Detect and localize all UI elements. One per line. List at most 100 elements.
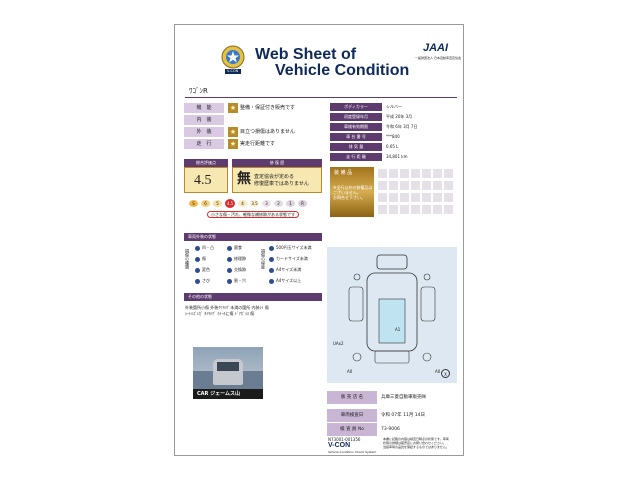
dealer-value: 令和 07年 11月 14日 bbox=[381, 413, 425, 418]
equipment-cell bbox=[389, 205, 398, 214]
dealer-value: 73-9006 bbox=[381, 427, 400, 432]
spec-label: 初度登録年月 bbox=[330, 113, 382, 121]
legend-item: 修理跡 bbox=[227, 256, 246, 262]
photo-caption-bar bbox=[193, 389, 263, 399]
equipment-cell bbox=[400, 169, 409, 178]
equipment-title: 装 備 品 bbox=[334, 170, 353, 176]
legend-dot-icon bbox=[227, 256, 232, 262]
legend-item: 傷 bbox=[195, 256, 206, 262]
footer-brand: V-CON bbox=[328, 442, 351, 449]
repair-status: 無 bbox=[237, 171, 251, 187]
equipment-cell bbox=[389, 193, 398, 202]
spec-value: 34,801 km bbox=[386, 154, 408, 159]
footer-code: N73001-001356 bbox=[328, 437, 361, 442]
scale-step: 1 bbox=[286, 200, 295, 207]
vehicle-photo: CAR ジェームス山 bbox=[193, 347, 263, 399]
vehicle-name: ﾜｺﾞﾝR bbox=[189, 87, 208, 95]
scale-step: 4 bbox=[238, 200, 247, 207]
eval-value: 整備・保証付き販売です bbox=[240, 105, 296, 111]
spec-value: ***840 bbox=[386, 134, 400, 139]
legend-item: 変色 bbox=[195, 267, 210, 273]
eval-row-mileage: 走 行 ★ 実走行距離です bbox=[184, 139, 322, 149]
mark-x-circle: X bbox=[441, 369, 450, 378]
car-diagram: UAx2 A1 A0 A0 bbox=[327, 247, 457, 383]
equipment-cell bbox=[389, 181, 398, 190]
legend-dot-icon bbox=[227, 267, 232, 273]
legend-group2-label: 損傷の程度 bbox=[261, 249, 266, 269]
equipment-cell bbox=[378, 181, 387, 190]
score-note: 小さな傷・汚れ、軽微な補修跡がある状態です bbox=[207, 211, 300, 218]
spec-row: 車検有効期限 令和 6年 3月 7日 bbox=[330, 123, 458, 131]
vcon-emblem-icon bbox=[221, 45, 245, 74]
eval-value: 目立つ損傷はありません bbox=[240, 129, 295, 135]
eval-row-interior: 内 装 bbox=[184, 115, 322, 125]
equipment-cell bbox=[411, 205, 420, 214]
equipment-cell bbox=[400, 181, 409, 190]
equipment-note-2: ございません。 bbox=[333, 190, 361, 195]
equipment-note-1: ※全行以外の装備品は bbox=[333, 185, 373, 190]
spec-label: 排 気 量 bbox=[330, 143, 382, 151]
spec-row: ボディカラー シルバー bbox=[330, 103, 458, 111]
legend-dot-icon bbox=[269, 256, 274, 262]
scale-step: R bbox=[298, 200, 307, 207]
scale-step: 5 bbox=[213, 200, 222, 207]
legend-dot-icon bbox=[269, 278, 274, 284]
scale-step-selected: 4.5 bbox=[225, 199, 235, 208]
title-line-1: Web Sheet of bbox=[255, 46, 357, 63]
scale-step: 2 bbox=[274, 200, 283, 207]
equipment-cell bbox=[444, 193, 453, 202]
dealer-row: 車両検査日 令和 07年 11月 14日 bbox=[327, 409, 457, 422]
spec-label: 走 行 距 離 bbox=[330, 153, 382, 161]
equipment-cell bbox=[422, 181, 431, 190]
eval-row-exterior: 外 装 ★ 目立つ損傷はありません bbox=[184, 127, 322, 137]
equipment-cell bbox=[433, 193, 442, 202]
eval-value: 実走行距離です bbox=[240, 141, 276, 147]
equipment-cell bbox=[433, 169, 442, 178]
eval-label: 内 装 bbox=[184, 115, 224, 125]
equipment-cell bbox=[422, 205, 431, 214]
dealer-label: 車両検査日 bbox=[327, 409, 377, 422]
equipment-cell bbox=[444, 169, 453, 178]
legend-item: 腐食 bbox=[227, 245, 242, 251]
star-icon: ★ bbox=[228, 127, 238, 137]
equipment-cell bbox=[444, 181, 453, 190]
repair-text-1: 査定協会が定める bbox=[254, 174, 295, 180]
score-scale: S 6 5 4.5 4 3.5 3 2 1 R bbox=[189, 199, 319, 208]
equipment-cell bbox=[378, 205, 387, 214]
spec-label: 車 台 番 号 bbox=[330, 133, 382, 141]
dealer-row: 検 査 員 No 73-9006 bbox=[327, 423, 457, 436]
mark-a0-left: A0 bbox=[347, 369, 353, 374]
equipment-panel: 装 備 品 ※全行以外の装備品は ございません。 お問合せ下さい。 bbox=[330, 167, 458, 217]
scale-step: 3.5 bbox=[250, 200, 259, 207]
equipment-cell bbox=[411, 169, 420, 178]
equipment-cell bbox=[400, 193, 409, 202]
legend-dot-icon bbox=[227, 245, 232, 251]
title-line-2: Vehicle Condition bbox=[275, 62, 410, 79]
scale-step: 6 bbox=[201, 200, 210, 207]
legend-dot-icon bbox=[269, 245, 274, 251]
footer-disclaimer-2: 状態の詳細は販売店にお問い合わせください。 bbox=[383, 441, 447, 445]
mark-ua: UAx2 bbox=[333, 341, 344, 346]
equipment-cell bbox=[422, 169, 431, 178]
footer-disclaimer-3: 当該車両の品質を保証するものではありません。 bbox=[383, 445, 449, 449]
dealer-row: 販 売 店 名 兵庫三菱自動車販売㈱ bbox=[327, 391, 457, 404]
eval-label: 外 装 bbox=[184, 127, 224, 137]
equipment-cell bbox=[400, 205, 409, 214]
spec-row: 走 行 距 離 34,801 km bbox=[330, 153, 458, 161]
vehicle-condition-sheet: V-CON Web Sheet of Vehicle Condition JAA… bbox=[174, 24, 464, 456]
scale-step: S bbox=[189, 200, 198, 207]
legend-item: カードサイズ未満 bbox=[269, 256, 308, 262]
mark-a0-right: A0 bbox=[435, 369, 441, 374]
equipment-cell bbox=[378, 169, 387, 178]
legend-bar: 車両外装の状態 bbox=[184, 233, 322, 241]
car-outline-icon bbox=[348, 254, 436, 364]
score-header-right: 修 復 歴 bbox=[232, 159, 322, 167]
equipment-cell bbox=[433, 181, 442, 190]
vcon-badge-text: V-CON bbox=[227, 69, 239, 73]
equipment-cell bbox=[433, 205, 442, 214]
score-header-left: 総合評価点 bbox=[184, 159, 228, 167]
star-icon: ★ bbox=[228, 103, 238, 113]
other-line-2: ｼｰﾄﾊｺﾞﾚｶﾞ ﾀｲﾔﾊｹﾞ ﾎｲｰﾙに傷 ﾄﾞｱｶﾞﾗｽ 傷 bbox=[185, 311, 255, 316]
spec-value: 平成 20年 3月 bbox=[386, 114, 413, 119]
legend-item: さび bbox=[195, 278, 210, 284]
